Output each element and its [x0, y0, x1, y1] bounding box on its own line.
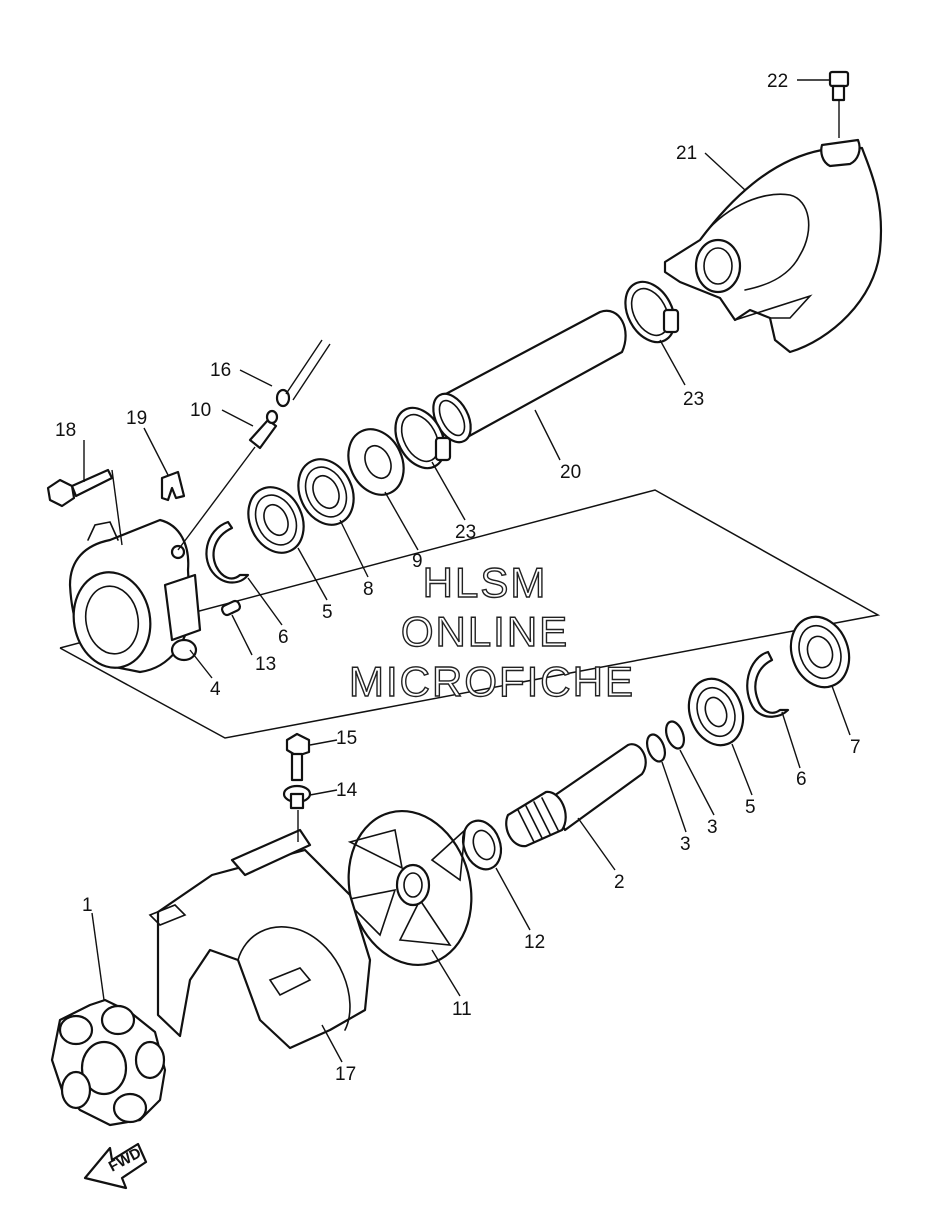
callout-22: 22: [767, 71, 788, 92]
part-5-bearing-upper[interactable]: [238, 478, 314, 562]
callout-5-upper: 5: [322, 602, 333, 623]
leader-lines: [83, 79, 851, 1063]
assembly-frame: [59, 489, 881, 739]
part-17-housing-cover[interactable]: [148, 828, 372, 1050]
part-8-bearing[interactable]: [288, 450, 364, 534]
part-6-snap-ring-lower[interactable]: [746, 650, 790, 718]
callout-1: 1: [82, 895, 93, 916]
callout-15: 15: [336, 728, 357, 749]
part-2-impeller-shaft[interactable]: [505, 743, 647, 848]
callout-6-upper: 6: [278, 627, 289, 648]
callout-10: 10: [190, 400, 211, 421]
watermark-line-1: HLSM: [423, 559, 548, 606]
fwd-arrow-icon: FWD: [83, 1142, 148, 1190]
callout-labels: 22 21 23 20 23 9 8 5 6 13 4 16 10 18 19 …: [55, 71, 861, 1085]
callout-11: 11: [452, 999, 472, 1020]
callout-6-lower: 6: [796, 769, 807, 790]
callout-14: 14: [336, 780, 358, 801]
watermark-line-3: MICROFICHE: [349, 658, 635, 705]
part-7-bearing[interactable]: [781, 609, 858, 696]
part-20-duct-tube[interactable]: [426, 309, 627, 449]
callout-12: 12: [524, 932, 545, 953]
callout-23-lower: 23: [455, 522, 476, 543]
callout-13: 13: [255, 654, 276, 675]
callout-8: 8: [363, 579, 374, 600]
part-3-o-ring-right[interactable]: [663, 719, 688, 751]
callout-9: 9: [412, 551, 423, 572]
callout-4: 4: [210, 679, 221, 700]
callout-19: 19: [126, 408, 147, 429]
callout-3-right: 3: [707, 817, 718, 838]
part-3-o-ring-left[interactable]: [644, 732, 669, 764]
callout-7: 7: [850, 737, 861, 758]
part-23-clamp-upper[interactable]: [616, 273, 685, 350]
callout-3-left: 3: [680, 834, 691, 855]
watermark: HLSM ONLINE MICROFICHE: [348, 558, 635, 705]
part-15-bolt[interactable]: [285, 732, 311, 782]
part-21-nozzle-housing[interactable]: [663, 138, 883, 354]
part-10-nipple[interactable]: [248, 409, 279, 450]
part-12-spacer[interactable]: [457, 815, 508, 874]
part-16-clip[interactable]: [275, 339, 331, 408]
part-5-bearing-lower[interactable]: [680, 671, 752, 753]
part-14-collar[interactable]: [282, 784, 312, 842]
part-6-snap-ring-upper[interactable]: [205, 520, 250, 584]
watermark-line-2: ONLINE: [401, 608, 569, 655]
part-4-housing[interactable]: [66, 518, 202, 674]
callout-16: 16: [210, 360, 231, 381]
part-1-damper[interactable]: [50, 998, 167, 1127]
callout-23-upper: 23: [683, 389, 704, 410]
part-9-seal[interactable]: [338, 420, 414, 504]
callout-21: 21: [676, 143, 697, 164]
callout-20: 20: [560, 462, 581, 483]
part-23-clamp-lower[interactable]: [386, 399, 455, 476]
part-18-bolt[interactable]: [46, 468, 114, 508]
callout-5-lower: 5: [745, 797, 756, 818]
part-19-plate[interactable]: [160, 470, 186, 502]
callout-18: 18: [55, 420, 76, 441]
callout-2: 2: [614, 872, 625, 893]
callout-17: 17: [335, 1064, 356, 1085]
part-13-pin[interactable]: [220, 599, 242, 617]
part-22-bolt[interactable]: [828, 70, 850, 138]
